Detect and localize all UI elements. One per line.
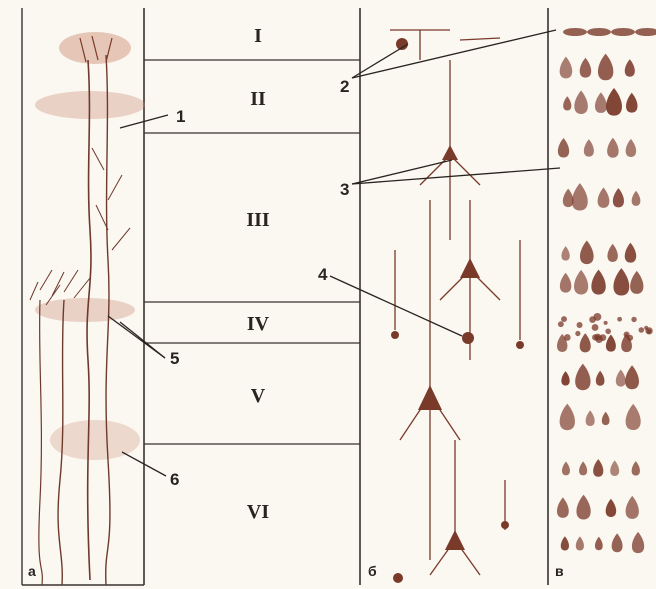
marker-6: 6	[170, 470, 179, 489]
layer-label-VI: VI	[247, 501, 269, 523]
neuron-soma-layer-4	[462, 332, 474, 344]
panel-label-c: в	[555, 563, 564, 579]
neuron-soma-bottom	[393, 573, 403, 583]
marker-5: 5	[170, 349, 179, 368]
marker-2: 2	[340, 77, 349, 96]
nissl-granule	[617, 317, 622, 322]
fiber-stain-layer-4	[35, 298, 135, 322]
nissl-granule	[589, 316, 596, 323]
nissl-flat-cell	[563, 28, 587, 36]
nissl-granule	[604, 321, 608, 325]
layer-label-IV: IV	[247, 313, 270, 335]
layer-label-II: II	[250, 88, 266, 110]
marker-4: 4	[318, 265, 328, 284]
nissl-granule	[592, 334, 598, 340]
nissl-granule	[564, 334, 571, 341]
nissl-granule	[631, 317, 636, 322]
neuron-soma-small-1	[391, 331, 399, 339]
neuron-soma-small-2	[516, 341, 524, 349]
nissl-granule	[605, 329, 611, 335]
nissl-granule	[592, 324, 599, 331]
nissl-granule	[639, 327, 645, 333]
nissl-granule	[561, 316, 567, 322]
nissl-granule	[624, 332, 630, 338]
panel-label-a: a	[28, 563, 36, 579]
neuron-soma-small-3	[501, 521, 509, 529]
marker-1: 1	[176, 107, 185, 126]
layer-label-V: V	[251, 385, 266, 407]
layer-label-III: III	[246, 209, 270, 231]
marker-3: 3	[340, 180, 349, 199]
nissl-flat-cell	[611, 28, 635, 36]
nissl-granule	[647, 329, 652, 334]
nissl-granule	[575, 331, 580, 336]
layer-label-I: I	[254, 25, 262, 47]
nissl-granule	[558, 321, 564, 327]
nissl-granule	[644, 326, 648, 330]
panel-label-b: б	[368, 563, 377, 579]
nissl-flat-cell	[587, 28, 611, 36]
nissl-granule	[577, 322, 583, 328]
